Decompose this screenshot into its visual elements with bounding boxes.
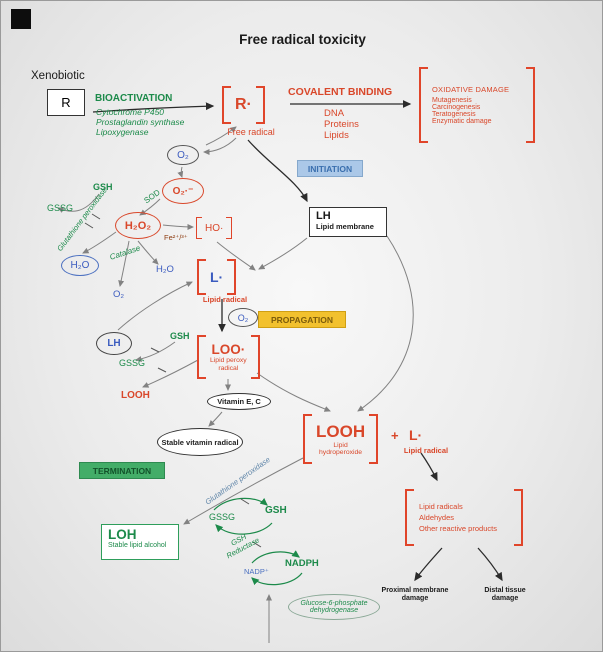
free-radical-label: Free radical	[227, 127, 275, 137]
product-item-3: Other reactive products	[419, 524, 497, 534]
water-ellipse: H₂O	[61, 255, 99, 276]
page-title: Free radical toxicity	[239, 32, 366, 47]
lipid-hydroperoxide-label: Lipid hydroperoxide	[319, 441, 363, 456]
gsh-label-top: GSH	[93, 182, 113, 192]
gssg-label-mid: GSSG	[119, 358, 146, 368]
superoxide-ellipse: O₂·⁻	[162, 178, 204, 204]
xenobiotic-symbol: R	[61, 95, 71, 110]
lipid-peroxy-label: Lipid peroxy radical	[210, 357, 247, 372]
oxidative-damage-item-1: Mutagenesis	[432, 97, 472, 104]
free-radical-symbol: R·	[235, 96, 252, 113]
gsh-label-mid: GSH	[170, 331, 190, 341]
corner-marker	[11, 9, 31, 29]
gssg-label-top: GSSG	[47, 203, 74, 213]
hydroxyl-radical-bracket: HO·	[196, 217, 232, 239]
gsh-label-bottom: GSH	[265, 505, 287, 516]
g6pd-ellipse: Glucose-6-phosphate dehydrogenase	[288, 594, 380, 620]
stable-lipid-alcohol-box: LOH Stable lipid alcohol	[101, 524, 179, 560]
lipid-membrane-box: LH Lipid membrane	[309, 207, 387, 237]
water-product-label: H₂O	[156, 264, 174, 275]
lipid-membrane-label: Lipid membrane	[316, 222, 374, 231]
oxidative-damage-bracket: OXIDATIVE DAMAGE Mutagenesis Carcinogene…	[419, 67, 535, 143]
covalent-binding-label: COVALENT BINDING	[288, 86, 393, 98]
lipid-radical-label: Lipid radical	[202, 295, 248, 304]
reactive-products-bracket: Lipid radicals Aldehydes Other reactive …	[405, 489, 523, 546]
lipid-hydroperoxide-symbol: LOOH	[316, 421, 366, 441]
lh-ellipse: LH	[96, 332, 132, 355]
new-lipid-radical-label: Lipid radical	[403, 446, 449, 455]
lipid-hydroperoxide-bracket: LOOH Lipid hydroperoxide	[303, 414, 378, 464]
product-item-2: Aldehydes	[419, 512, 455, 522]
lipid-radical-symbol: L·	[210, 269, 224, 285]
oxygen-ellipse: O₂	[167, 145, 199, 165]
binding-target-proteins: Proteins	[324, 119, 359, 130]
lipid-peroxy-bracket: LOO· Lipid peroxy radical	[197, 335, 260, 379]
stable-vitamin-ellipse: Stable vitamin radical	[157, 428, 243, 456]
oxidative-damage-item-2: Carcinogenesis	[432, 104, 481, 111]
gssg-label-bottom: GSSG	[209, 512, 236, 522]
lipid-radical-bracket: L·	[197, 259, 236, 295]
hydrogen-peroxide-ellipse: H₂O₂	[115, 212, 161, 239]
oxidative-damage-item-4: Enzymatic damage	[432, 118, 492, 125]
product-item-1: Lipid radicals	[419, 501, 463, 511]
loh-label: Stable lipid alcohol	[108, 542, 167, 549]
initiation-label: INITIATION	[297, 160, 363, 177]
vitamin-ellipse: Vitamin E, C	[207, 393, 271, 410]
bioactivation-enzyme-1: Cytochrome P450	[96, 107, 165, 117]
lipid-peroxy-symbol: LOO·	[211, 342, 246, 358]
oxygen-product-label: O₂	[113, 289, 125, 300]
xenobiotic-box: R	[47, 89, 85, 116]
looh-label-left: LOOH	[121, 390, 150, 401]
free-radical-bracket: R·	[222, 86, 265, 124]
hydroxyl-radical-symbol: HO·	[205, 222, 224, 234]
proximal-damage-label: Proximal membrane damage	[381, 587, 449, 603]
oxidative-damage-title: OXIDATIVE DAMAGE	[432, 85, 510, 94]
termination-label: TERMINATION	[79, 462, 165, 479]
binding-target-lipids: Lipids	[324, 130, 349, 141]
xenobiotic-label: Xenobiotic	[31, 70, 85, 82]
loh-symbol: LOH	[108, 527, 137, 542]
binding-target-dna: DNA	[324, 108, 345, 119]
lipid-membrane-symbol: LH	[316, 210, 331, 222]
bioactivation-enzyme-3: Lipoxygenase	[96, 127, 149, 137]
new-lipid-radical-symbol: L·	[409, 427, 423, 443]
iron-label: Fe²⁺/³⁺	[164, 233, 188, 242]
bioactivation-enzyme-2: Prostaglandin synthase	[96, 117, 185, 127]
nadp-label: NADP⁺	[244, 567, 269, 576]
propagation-label: PROPAGATION	[258, 311, 346, 328]
oxidative-damage-item-3: Teratogenesis	[432, 111, 476, 118]
nadph-label: NADPH	[285, 558, 319, 569]
bioactivation-label: BIOACTIVATION	[95, 93, 173, 104]
oxygen2-ellipse: O₂	[228, 308, 258, 327]
distal-damage-label: Distal tissue damage	[484, 587, 526, 603]
plus-sign: +	[391, 428, 399, 443]
